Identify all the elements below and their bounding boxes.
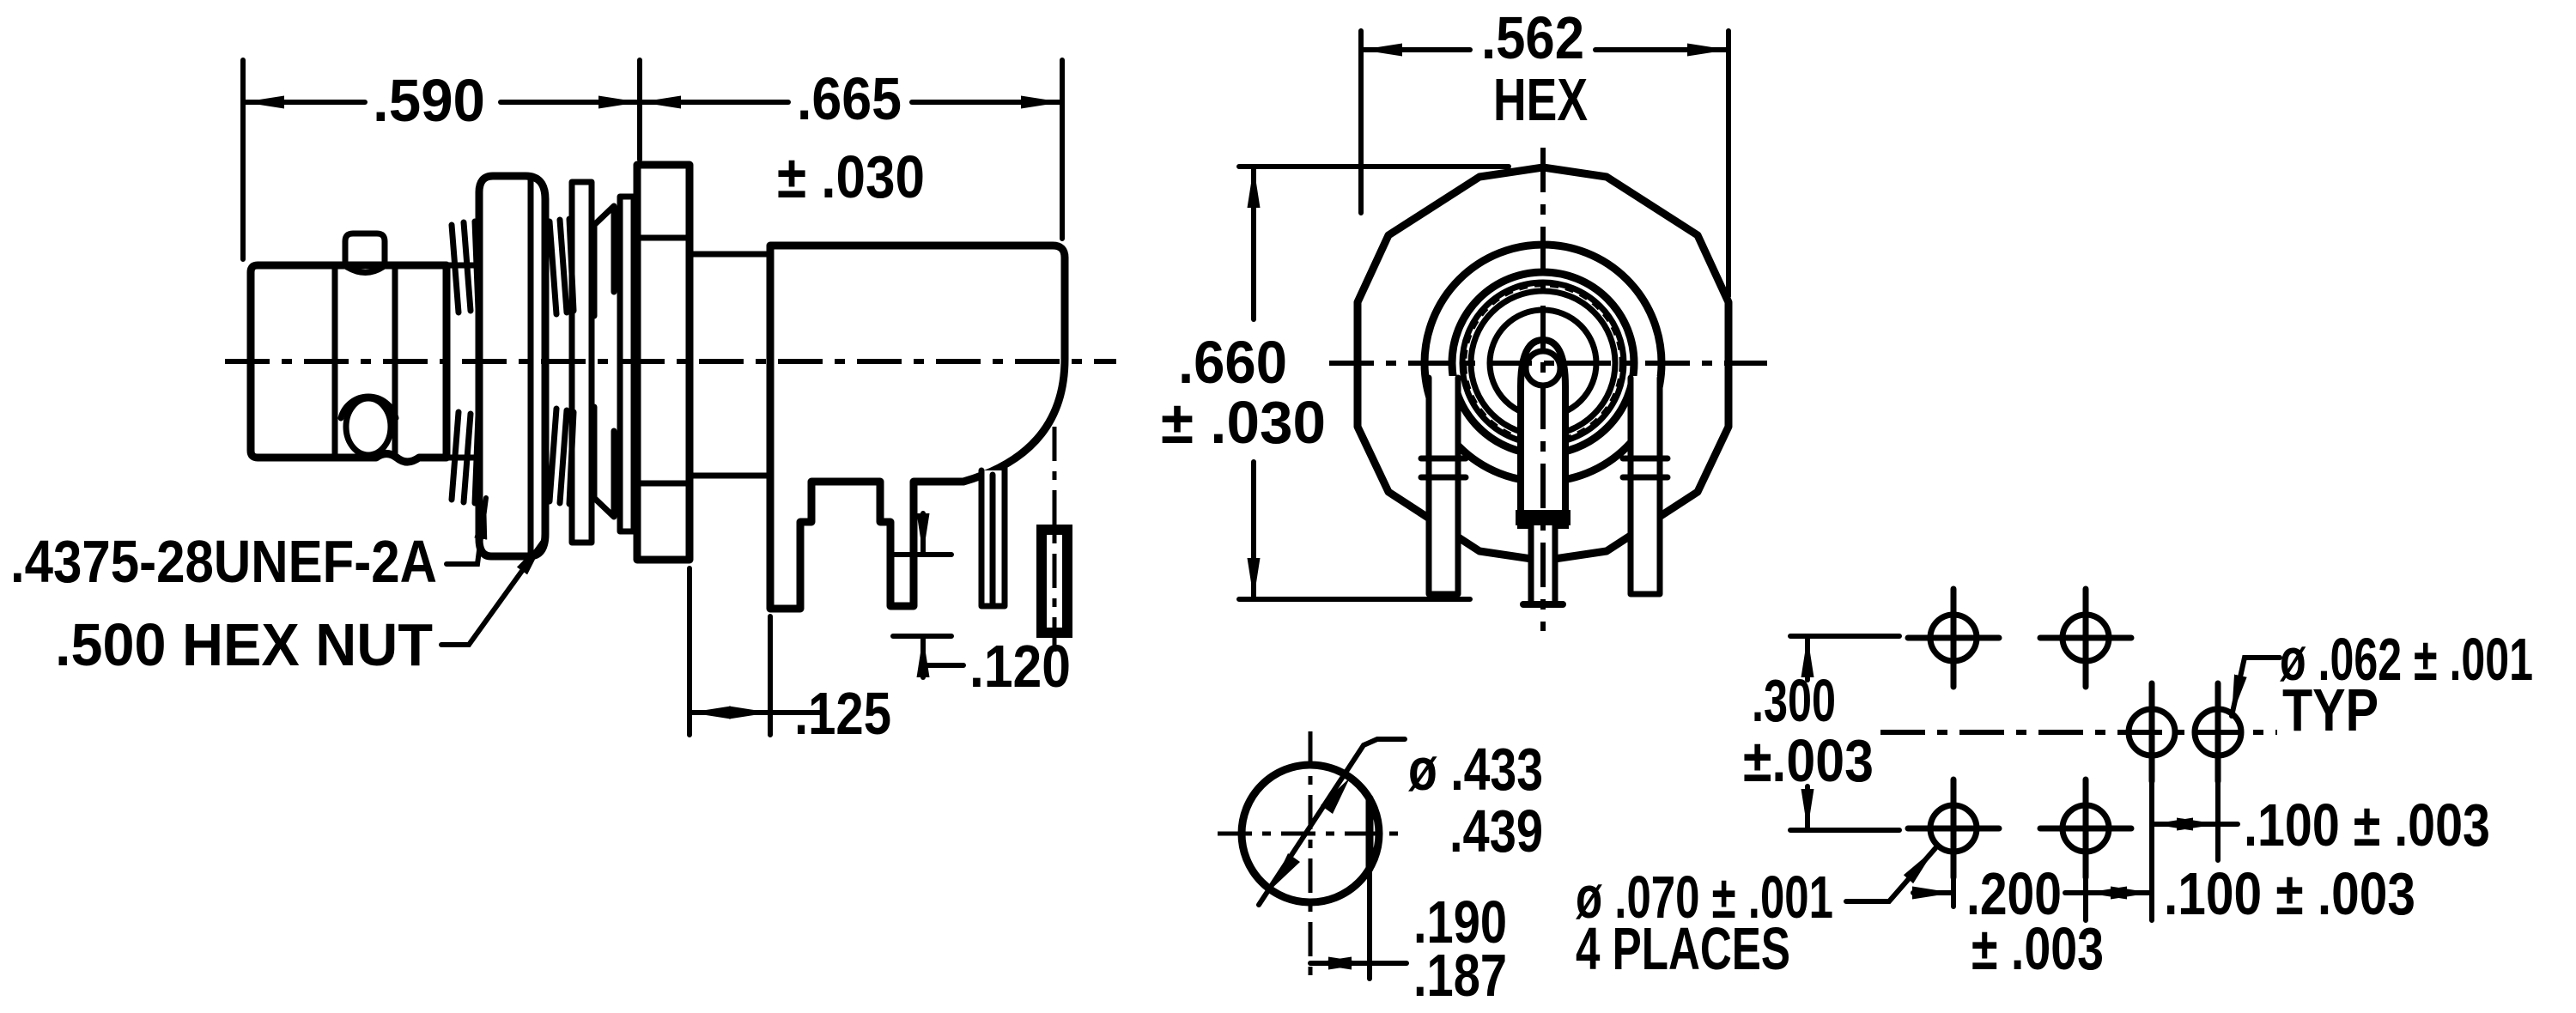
- dim-660-text: .660: [1178, 329, 1287, 396]
- dim-590-665: .590 .665 ± .030: [240, 58, 1065, 262]
- dim-100-top-text: .100 ± .003: [2244, 792, 2490, 858]
- front-leg-left: [1418, 374, 1469, 597]
- thread-label-text: .4375-28UNEF-2A: [10, 528, 437, 595]
- tol-200-text: ± .003: [1971, 915, 2104, 982]
- panel-bushing: [633, 161, 694, 564]
- thread-cone-bottom: [591, 403, 617, 520]
- tol-300-text: ±.003: [1743, 727, 1874, 794]
- places-text: 4 PLACES: [1576, 915, 1790, 982]
- front-leg-right: [1619, 374, 1671, 597]
- intermediate-body: [686, 251, 774, 479]
- tol-030-text: ± .030: [777, 143, 925, 210]
- bayonet-stud: [342, 230, 388, 269]
- lock-washer: [568, 179, 595, 546]
- typ-text: TYP: [2282, 676, 2379, 743]
- dim-120-text: .120: [969, 633, 1071, 700]
- front-view: .562 HEX .660 ± .030: [1161, 4, 1767, 631]
- thread-cone-top: [591, 203, 617, 319]
- dim-190-text: .190: [1413, 889, 1507, 955]
- dim-300: .300 ±.003: [1743, 634, 1902, 833]
- side-view: .590 .665 ± .030 .4375-28UNEF-2A .500 HE…: [10, 58, 1116, 747]
- dim-125-text: .125: [794, 680, 891, 747]
- front-center-contact: [1516, 336, 1571, 608]
- dim-665-text: .665: [797, 65, 902, 132]
- dim-590-text: .590: [373, 67, 485, 134]
- main-body-outline: [766, 241, 1069, 613]
- label-dia-062: ø .062 ± .001 TYP: [2229, 626, 2533, 743]
- hole-pattern: .300 ±.003 .100 ± .003 .200 ± .003 .100 …: [1576, 585, 2533, 982]
- dim-562: .562 HEX: [1358, 4, 1731, 299]
- dim-200-text: .200: [1966, 860, 2062, 927]
- dim-125: .125: [687, 566, 891, 747]
- dim-190-187: .190 .187: [1308, 866, 1507, 1009]
- dia-070-text: ø .070 ± .001: [1576, 864, 1833, 931]
- d-hole-detail: ø .433 .439 .190 .187: [1218, 731, 1543, 1009]
- label-hex-nut: .500 HEX NUT: [55, 535, 549, 678]
- bayonet-stud-arc: [343, 264, 386, 276]
- dim-562-text: .562: [1481, 4, 1584, 71]
- dia-439-text: .439: [1449, 798, 1543, 864]
- tol-660-text: ± .030: [1161, 389, 1326, 456]
- panel-bushing-facets: [634, 234, 693, 487]
- dim-120: .120: [890, 511, 1071, 700]
- hex-label-text: HEX: [1493, 66, 1588, 133]
- dim-100-bottom-text: .100 ± .003: [2164, 860, 2415, 927]
- dim-300-text: .300: [1752, 667, 1836, 734]
- dim-100-bottom: .100 ± .003: [2083, 860, 2415, 927]
- nut-label-text: .500 HEX NUT: [55, 611, 433, 678]
- label-dia-070: ø .070 ± .001 4 PLACES: [1576, 846, 1938, 982]
- dim-100-top: .100 ± .003: [2149, 792, 2490, 858]
- dia-062-text: ø .062 ± .001: [2280, 626, 2533, 693]
- dim-660: .660 ± .030: [1161, 164, 1511, 602]
- label-thread: .4375-28UNEF-2A: [10, 495, 489, 595]
- dim-187-text: .187: [1413, 942, 1507, 1009]
- bayonet-pin-arc: [337, 393, 399, 422]
- dia-433-text: ø .433: [1408, 736, 1543, 803]
- shell-outline: [246, 261, 451, 466]
- dim-200: .200 ± .003: [1911, 860, 2104, 982]
- dia-leader: ø .433 .439: [1256, 736, 1543, 907]
- contact-band: [1516, 510, 1571, 525]
